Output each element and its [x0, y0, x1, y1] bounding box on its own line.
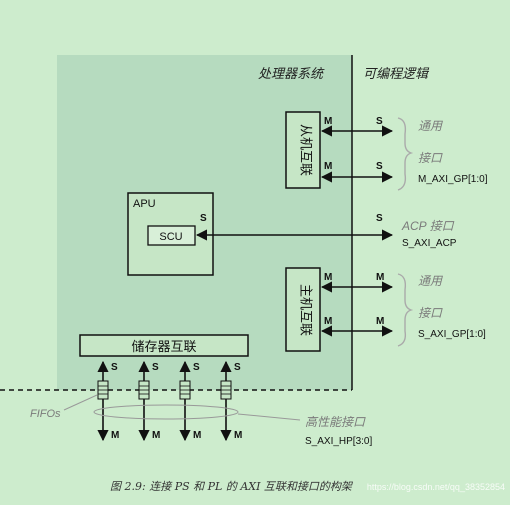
port-s-hp-4: S — [234, 362, 241, 373]
port-s-sgp-1: M — [376, 272, 384, 283]
acp-interface-label: ACP 接口 — [401, 219, 455, 233]
memory-interconnect-block — [79, 334, 249, 357]
s-axi-acp-label: S_AXI_ACP — [402, 238, 457, 249]
hp-leader — [237, 413, 301, 421]
high-perf-interface-label: 高性能接口 — [305, 415, 366, 429]
ps-label: 处理器系统 — [258, 66, 325, 81]
m-axi-gp-label: M_AXI_GP[1:0] — [418, 174, 488, 185]
port-m-slave-1: M — [324, 116, 332, 127]
s-axi-gp-label: S_AXI_GP[1:0] — [418, 329, 486, 340]
slave-interconnect-block — [285, 111, 321, 189]
port-m-master-2: M — [324, 316, 332, 327]
pl-label: 可编程逻辑 — [363, 66, 430, 81]
memory-interconnect-label: 储存器互联 — [131, 339, 196, 354]
apu-label: APU — [133, 198, 156, 210]
port-s-hp-1: S — [111, 362, 118, 373]
slave-interconnect-label: 从机互联 — [299, 124, 314, 176]
port-m-slave-2: M — [324, 161, 332, 172]
port-s-sgp-2: M — [376, 316, 384, 327]
port-s-mgp-1: S — [376, 116, 383, 127]
hp-channel-3 — [179, 360, 191, 442]
port-s-mgp-2: S — [376, 161, 383, 172]
fifos-label: FIFOs — [30, 408, 61, 420]
scu-label: SCU — [159, 231, 182, 243]
port-m-hp-3: M — [193, 430, 201, 441]
port-s-apu: S — [200, 213, 207, 224]
general-purpose-label-bottom: 通用 — [418, 274, 443, 288]
port-m-hp-1: M — [111, 430, 119, 441]
hp-channel-2 — [138, 360, 150, 442]
hp-channel-1 — [97, 360, 109, 442]
port-s-hp-2: S — [152, 362, 159, 373]
fifos-leader — [63, 394, 98, 411]
general-purpose-label-top: 通用 — [418, 119, 443, 133]
figure-caption: 图 2.9: 连接 PS 和 PL 的 AXI 互联和接口的构架 — [110, 480, 354, 493]
master-interconnect-label: 主机互联 — [299, 284, 314, 336]
hp-ellipse — [93, 404, 239, 420]
interface-label-top: 接口 — [418, 151, 443, 165]
master-interconnect-block — [285, 267, 321, 352]
port-m-hp-2: M — [152, 430, 160, 441]
interface-label-bottom: 接口 — [418, 306, 443, 320]
brace-bottom — [397, 273, 414, 347]
scu-block — [147, 225, 196, 246]
s-axi-hp-label: S_AXI_HP[3:0] — [305, 436, 372, 447]
watermark: https://blog.csdn.net/qq_38352854 — [367, 482, 505, 492]
port-s-acp: S — [376, 213, 383, 224]
brace-top — [397, 117, 414, 191]
port-m-hp-4: M — [234, 430, 242, 441]
hp-channel-4 — [220, 360, 232, 442]
port-m-master-1: M — [324, 272, 332, 283]
port-s-hp-3: S — [193, 362, 200, 373]
